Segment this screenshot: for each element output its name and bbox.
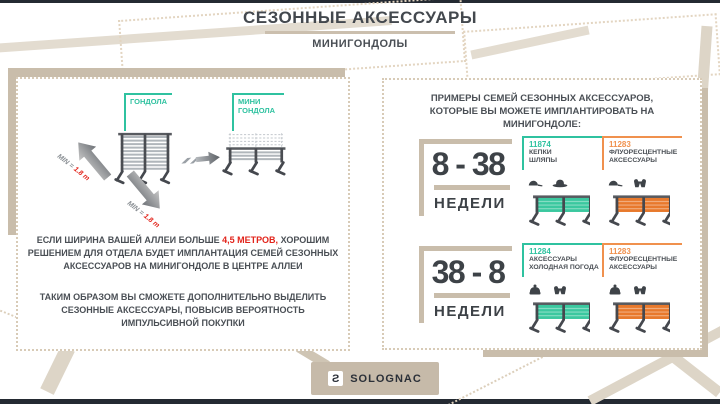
weeks-label: НЕДЕЛИ (434, 195, 506, 212)
family-name-line2: АКСЕССУАРЫ (609, 157, 657, 164)
cap-icon (528, 180, 543, 187)
examples-header: ПРИМЕРЫ СЕМЕЙ СЕЗОННЫХ АКСЕССУАРОВ, КОТО… (392, 92, 692, 131)
family-tag: 11284 АКСЕССУАРЫ ХОЛОДНАЯ ПОГОДА (522, 243, 602, 277)
weeks-bracket (419, 246, 512, 323)
examples-header-line1: ПРИМЕРЫ СЕМЕЙ СЕЗОННЫХ АКСЕССУАРОВ, (430, 93, 654, 104)
weeks-range: 38 - 8 (431, 254, 506, 290)
right-panel: ПРИМЕРЫ СЕМЕЙ СЕЗОННЫХ АКСЕССУАРОВ, КОТО… (382, 78, 702, 350)
cap-icon (608, 180, 623, 187)
deco-strip (40, 345, 75, 395)
title-block: СЕЗОННЫЕ АКСЕССУАРЫ МИНИГОНДОЛЫ (0, 8, 720, 50)
family-name-line2: ШЛЯПЫ (529, 157, 558, 164)
paragraph-impulse: ТАКИМ ОБРАЗОМ ВЫ СМОЖЕТЕ ДОПОЛНИТЕЛЬНО В… (39, 292, 327, 328)
weeks-underline (434, 185, 510, 190)
right-card-accent-bottom (483, 347, 708, 357)
gondola-label: ГОНДОЛА (124, 93, 172, 131)
family-icons (602, 174, 682, 189)
brand-badge: Ƨ SOLOGNAC (311, 362, 439, 395)
mini-gondola-graphic (522, 191, 602, 232)
top-edge-bar (0, 0, 720, 3)
page-subtitle: МИНИГОНДОЛЫ (312, 38, 408, 50)
mini-gondola-label: МИНИ ГОНДОЛА (232, 93, 284, 131)
family-name-line1: ФЛУОРЕСЦЕНТНЫЕ (609, 256, 678, 263)
bottom-edge-bar (0, 399, 720, 404)
mittens-icon (554, 286, 566, 295)
right-card-accent-right (698, 88, 708, 357)
title-underline (265, 31, 455, 34)
family-name-line1: ФЛУОРЕСЦЕНТНЫЕ (609, 149, 678, 156)
left-card-accent-left (8, 68, 17, 235)
weeks-underline (434, 293, 510, 298)
family-cold-weather: 11284 АКСЕССУАРЫ ХОЛОДНАЯ ПОГОДА (522, 243, 602, 339)
page-title: СЕЗОННЫЕ АКСЕССУАРЫ (243, 8, 477, 27)
paragraph-aisle-width: ЕСЛИ ШИРИНА ВАШЕЙ АЛЛЕИ БОЛЬШЕ 4,5 МЕТРО… (26, 234, 340, 273)
weeks-label: НЕДЕЛИ (434, 303, 506, 320)
beanie-icon (529, 284, 541, 295)
family-caps-hats: 11874 КЕПКИ ШЛЯПЫ (522, 136, 602, 232)
mini-gondola-graphic (602, 298, 682, 339)
family-code: 11283 (609, 247, 631, 256)
mini-gondola-graphic (522, 298, 602, 339)
mini-gondola-graphic (602, 191, 682, 232)
family-name-line2: ХОЛОДНАЯ ПОГОДА (529, 264, 599, 271)
brand-name: SOLOGNAC (350, 372, 422, 385)
family-icons (602, 281, 682, 296)
weeks-bracket (419, 139, 512, 216)
beanie-icon (609, 284, 621, 295)
left-panel: ГОНДОЛА МИНИ ГОНДОЛА (16, 77, 350, 351)
mittens-icon (634, 179, 646, 188)
family-fluorescent: 11283 ФЛУОРЕСЦЕНТНЫЕ АКСЕССУАРЫ (602, 243, 682, 339)
left-card-accent-top (8, 68, 345, 77)
paragraph-highlight: 4,5 МЕТРОВ, (222, 235, 279, 245)
family-code: 11874 (529, 140, 551, 149)
transform-arrow-icon (181, 151, 220, 165)
family-code: 11284 (529, 247, 551, 256)
family-code: 11283 (609, 140, 631, 149)
mini-gondola-illustration (222, 133, 286, 176)
paragraph-text: ЕСЛИ ШИРИНА ВАШЕЙ АЛЛЕИ БОЛЬШЕ (36, 235, 223, 245)
family-name-line1: КЕПКИ (529, 149, 552, 156)
family-icons (522, 281, 602, 296)
examples-header-line2: КОТОРЫЕ ВЫ МОЖЕТЕ ИМПЛАНТИРОВАТЬ НА МИНИ… (429, 106, 655, 130)
mittens-icon (634, 286, 646, 295)
family-tag: 11874 КЕПКИ ШЛЯПЫ (522, 136, 602, 170)
paragraph-text: ХОРОШИМ РЕШЕНИЕМ ДЛЯ ОТДЕЛА БУДЕТ ИМПЛАН… (27, 235, 339, 271)
hat-icon (552, 179, 568, 188)
weeks-range: 8 - 38 (431, 146, 506, 182)
family-name-line1: АКСЕССУАРЫ (529, 256, 577, 263)
family-fluorescent: 11283 ФЛУОРЕСЦЕНТНЫЕ АКСЕССУАРЫ (602, 136, 682, 232)
family-icons (522, 174, 602, 189)
family-tag: 11283 ФЛУОРЕСЦЕНТНЫЕ АКСЕССУАРЫ (602, 136, 682, 170)
solognac-logo-icon: Ƨ (328, 371, 344, 386)
family-name-line2: АКСЕССУАРЫ (609, 264, 657, 271)
family-tag: 11283 ФЛУОРЕСЦЕНТНЫЕ АКСЕССУАРЫ (602, 243, 682, 277)
gondola-illustration (114, 132, 172, 185)
min-width-arrow-up (69, 135, 117, 185)
